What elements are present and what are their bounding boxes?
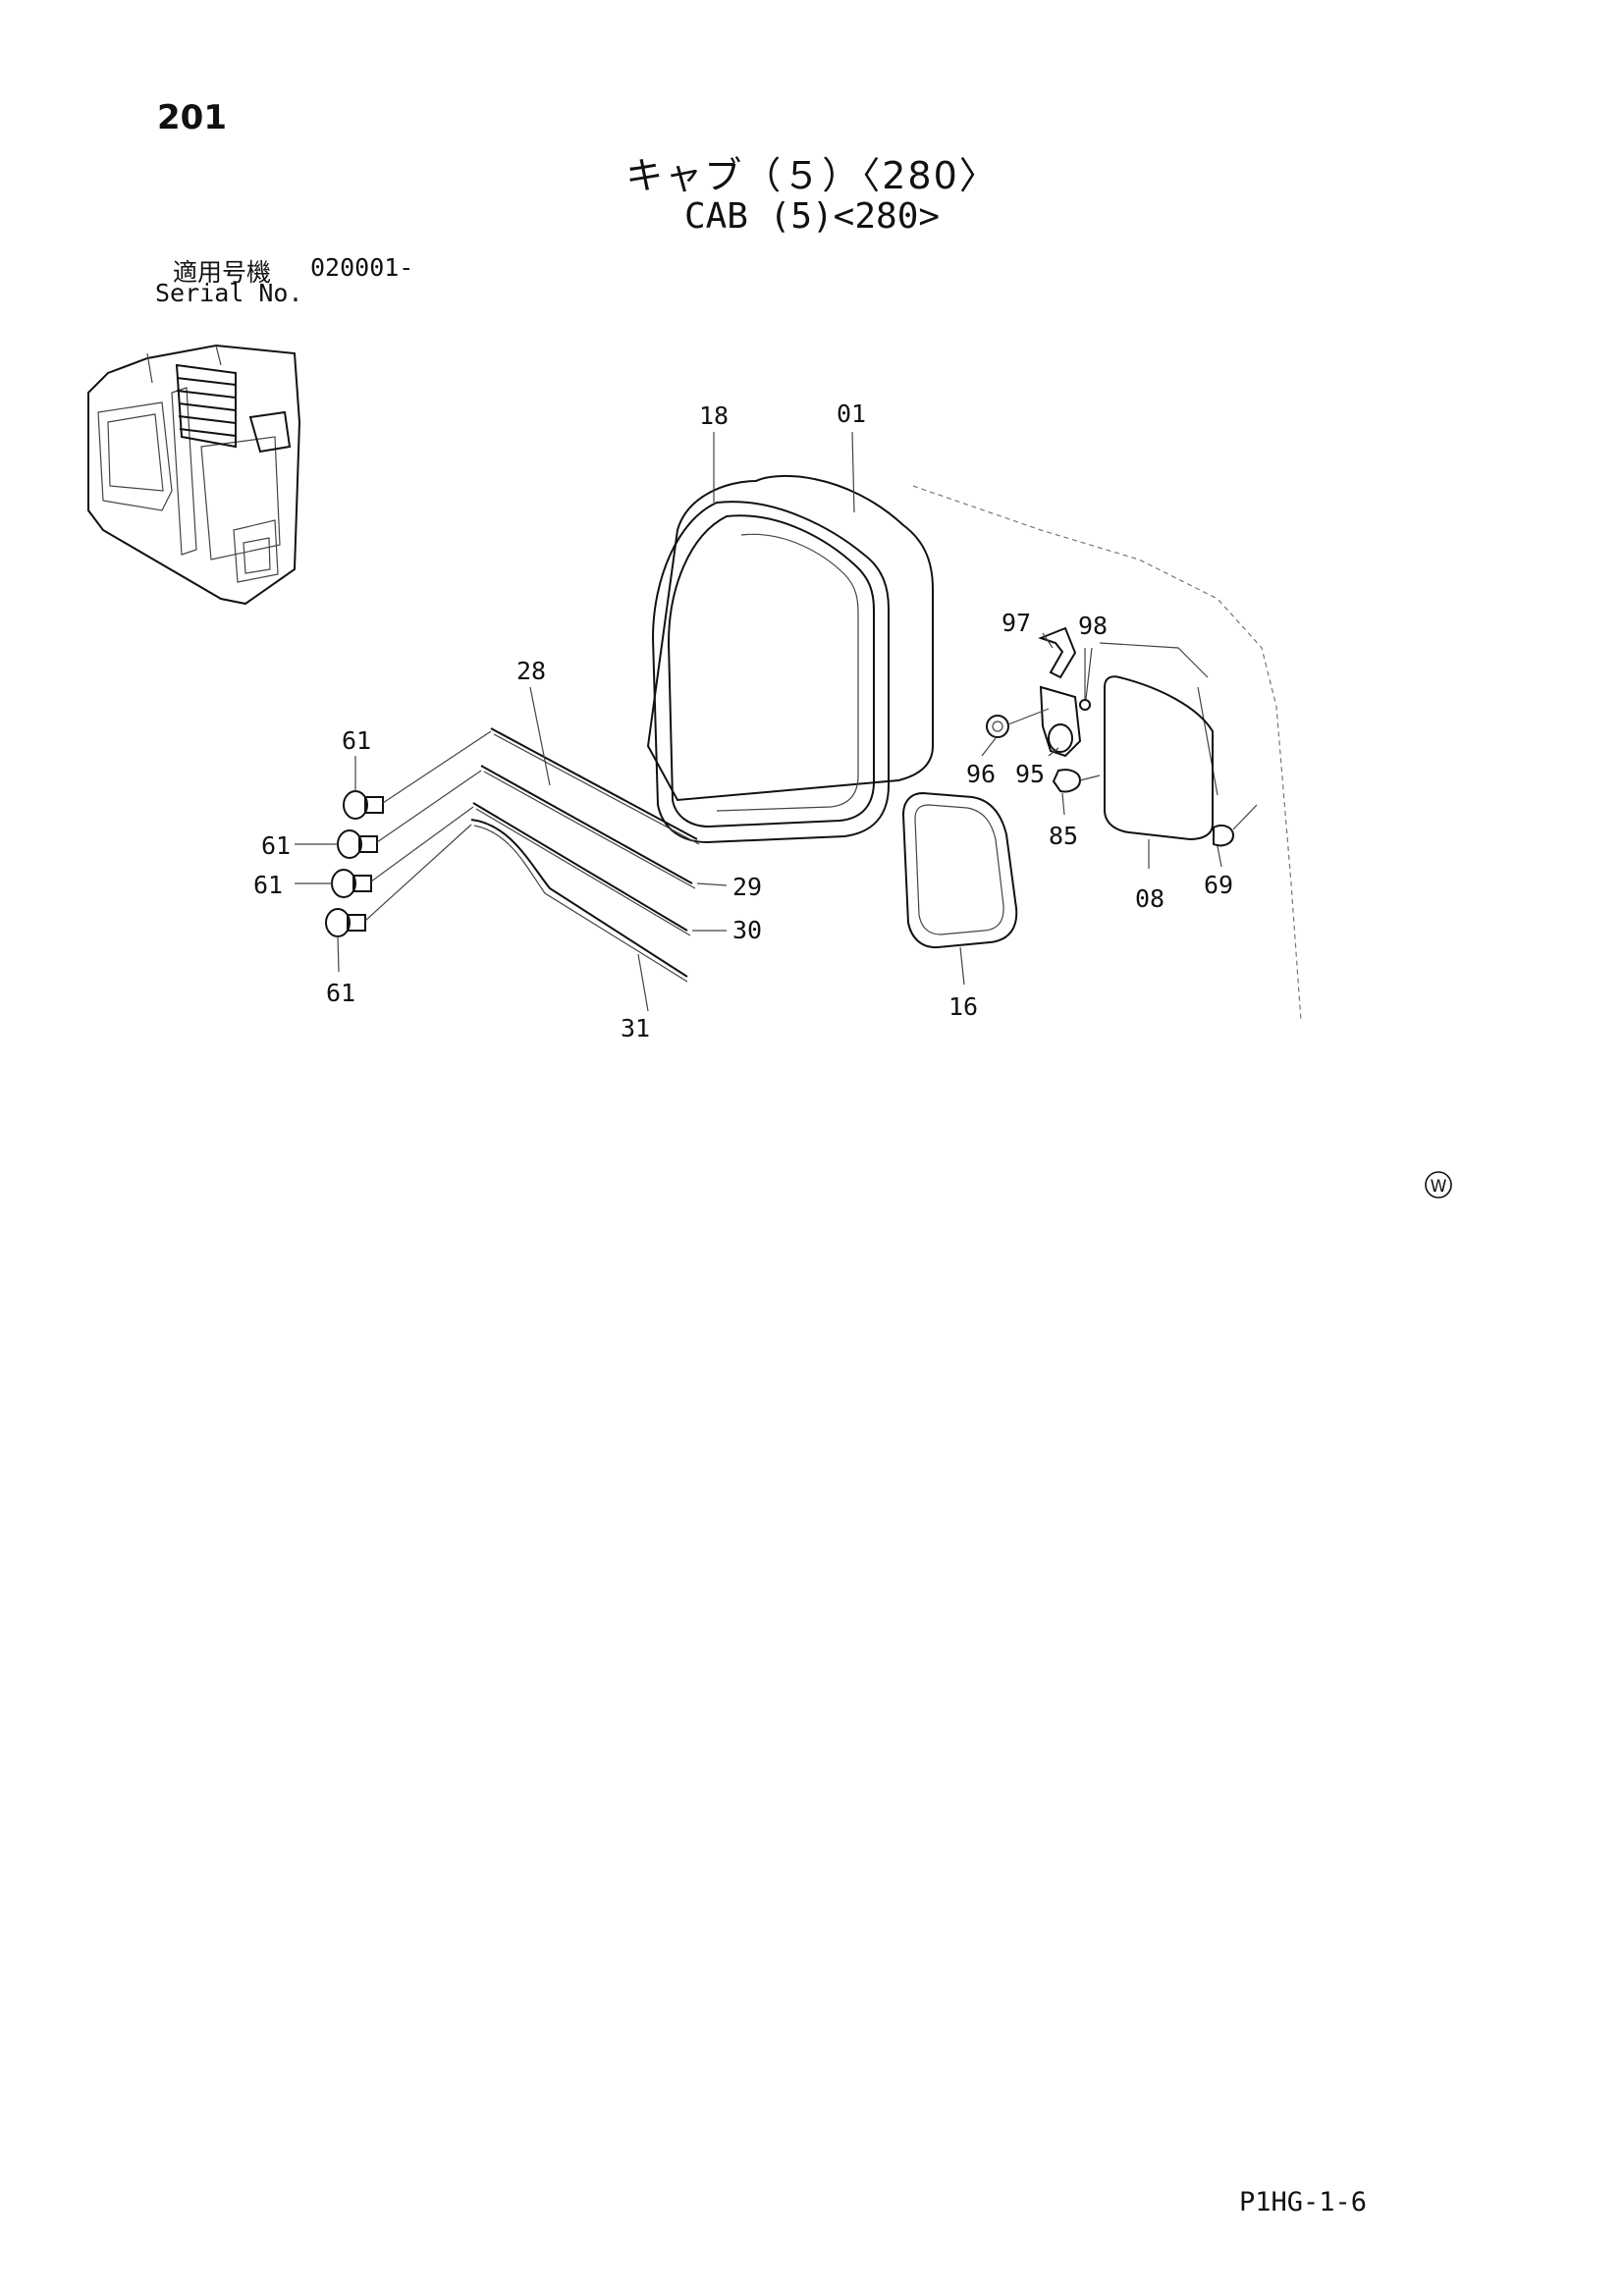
callout-85: 85 [1049, 822, 1078, 850]
serial-label-japanese: 適用号機 [173, 258, 272, 287]
callout-31: 31 [621, 1014, 650, 1042]
document-code: P1HG-1-6 [1239, 2187, 1368, 2217]
title-japanese: キャブ（５）〈280〉 [625, 154, 999, 197]
bolts-part-61 [325, 730, 492, 937]
knob-part-85 [1052, 769, 1082, 793]
latch-assembly [986, 626, 1258, 847]
cable-part-31 [470, 819, 688, 978]
serial-number-value: 020001- [310, 253, 414, 282]
callout-16: 16 [948, 992, 978, 1021]
serial-label-english: Serial No. [155, 279, 303, 307]
callout-61-a: 61 [342, 726, 371, 755]
callout-97: 97 [1001, 609, 1031, 637]
callout-96: 96 [966, 760, 996, 788]
page-number: 201 [157, 98, 227, 137]
latch-spring-part-97 [1038, 626, 1077, 679]
seal-part-16 [901, 791, 1018, 949]
small-glass-part-08 [1104, 675, 1214, 841]
callout-01: 01 [837, 400, 866, 428]
title-english: CAB (5)<280> [683, 196, 941, 237]
callout-61-c: 61 [253, 871, 283, 899]
weatherstrip-part-18 [651, 501, 890, 844]
leader-lines [295, 431, 1222, 1012]
svg-text:W: W [1431, 1177, 1447, 1197]
cab-key-map-illustration [87, 344, 301, 606]
callout-30: 30 [732, 916, 762, 944]
callout-95: 95 [1015, 760, 1045, 788]
cable-part-30 [472, 802, 688, 932]
cable-part-28 [490, 727, 698, 840]
callout-28: 28 [516, 657, 546, 685]
callout-08: 08 [1135, 884, 1164, 913]
callout-18: 18 [699, 401, 729, 430]
cable-part-29 [480, 765, 693, 884]
circled-w-mark: W [1425, 1171, 1452, 1199]
bolt-part-96 [986, 715, 1009, 738]
screw-part-98 [1079, 699, 1091, 711]
callout-labels: 18 01 97 98 28 61 61 61 61 96 95 85 08 6… [253, 400, 1233, 1042]
fastener-part-69 [1213, 825, 1235, 847]
callout-61-d: 61 [326, 979, 355, 1007]
window-glass-part-01 [646, 474, 934, 802]
callout-29: 29 [732, 873, 762, 901]
cables [470, 727, 700, 983]
callout-98: 98 [1078, 612, 1108, 640]
cab-body-outline [912, 485, 1302, 1022]
callout-61-b: 61 [261, 831, 291, 860]
latch-bracket-part-95 [1039, 685, 1082, 758]
callout-69: 69 [1204, 871, 1233, 899]
